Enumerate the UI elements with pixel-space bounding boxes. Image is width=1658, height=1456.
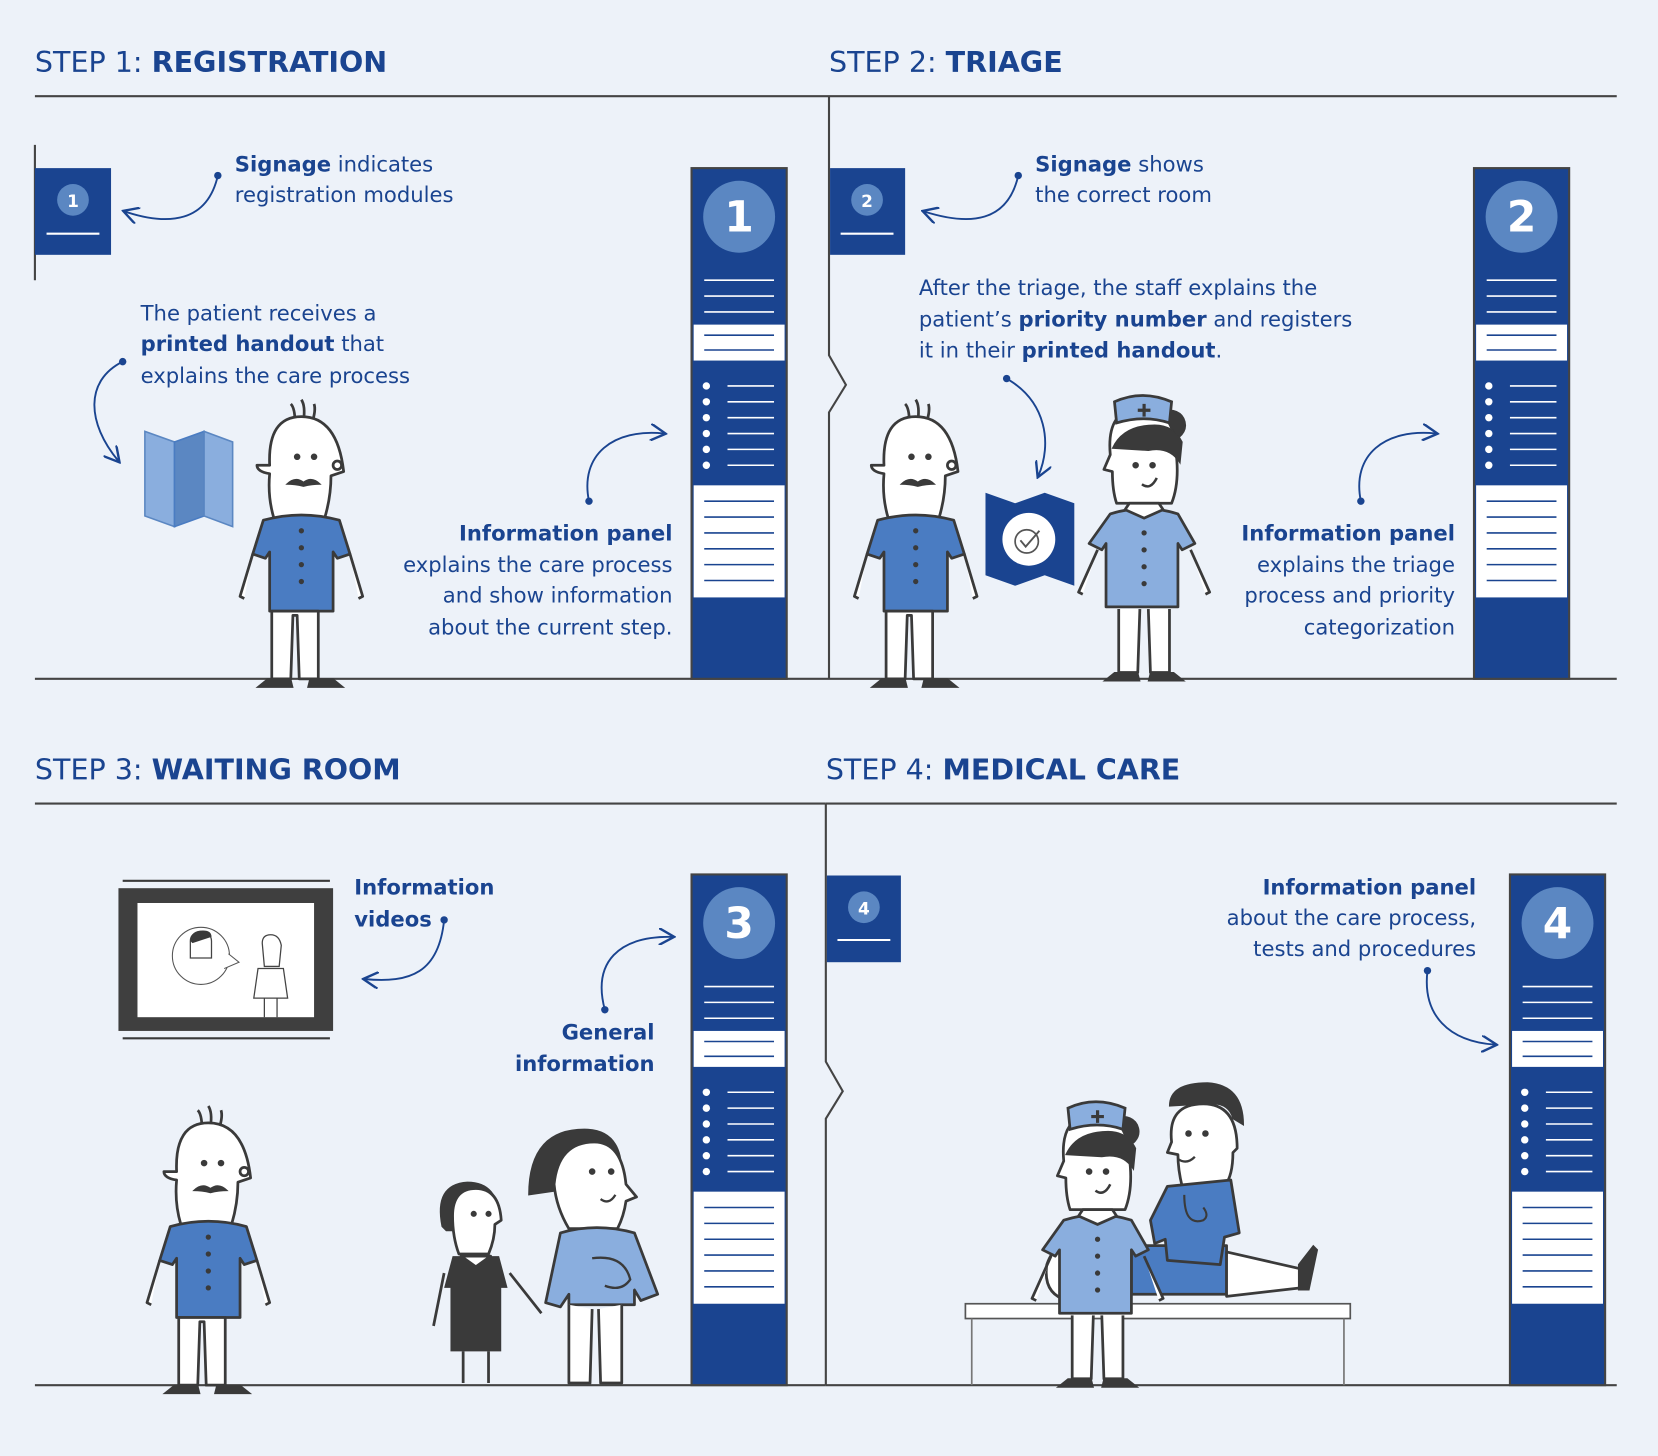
handout-note-line1: The patient receives a (140, 300, 377, 325)
panel-arrow (586, 433, 664, 502)
information-panel-3: 3 (690, 873, 788, 1387)
panel-note-line: process and priority (1244, 583, 1455, 608)
triage-note-line3: it in their printed handout. (919, 337, 1222, 362)
room-divider-wall (824, 803, 844, 1386)
step-1-heading: STEP 1: REGISTRATION (35, 46, 387, 79)
check-circle-icon (985, 492, 1075, 586)
signage-number: 2 (861, 191, 873, 211)
patient-figure (238, 398, 365, 689)
step-4-heading: STEP 4: MEDICAL CARE (826, 753, 1180, 786)
nurse-figure (1076, 393, 1212, 683)
information-panel-4: 4 (1508, 873, 1607, 1387)
video-note-line: videos (354, 906, 432, 931)
step-1-section: STEP 1: REGISTRATION 1 Signage indicates… (33, 46, 830, 689)
signage-number: 4 (858, 899, 870, 919)
room-divider-wall (827, 96, 848, 679)
patient-figure (853, 398, 979, 689)
panel-note-line: tests and procedures (1253, 936, 1476, 961)
panel-number: 2 (1507, 193, 1536, 242)
panel-note-line: and show information (443, 583, 673, 608)
panel-number: 1 (724, 193, 753, 242)
folded-map-icon (144, 430, 234, 528)
patient-figure (145, 1104, 272, 1395)
panel-note-title: Information panel (459, 520, 673, 545)
step-2-section: STEP 2: TRIAGE 2 Signage shows the corre… (827, 46, 1617, 689)
panel-note-title: Information panel (1241, 520, 1455, 545)
panel-note-line: categorization (1304, 614, 1455, 639)
video-screen-icon (118, 879, 334, 1040)
handout-note-line2: printed handout that (141, 331, 384, 356)
step-4-section: STEP 4: MEDICAL CARE 4 Information panel… (824, 753, 1617, 1389)
panel-note-line: explains the care process (403, 552, 672, 577)
general-note-line: General (562, 1019, 655, 1044)
mother-figure (528, 1128, 660, 1385)
panel-note-line: about the current step. (428, 614, 672, 639)
step-3-heading: STEP 3: WAITING ROOM (35, 753, 401, 786)
panel-number: 4 (1543, 899, 1572, 948)
step-2-signage: 2 (830, 168, 906, 255)
video-note-line: Information (354, 875, 494, 900)
signage-number: 1 (67, 191, 79, 211)
information-panel-1: 1 (690, 167, 788, 680)
doctor-figure (1149, 1082, 1245, 1266)
step-3-section: STEP 3: WAITING ROOM Information videos … (34, 753, 826, 1395)
step-1-signage: 1 (34, 168, 112, 255)
panel-note-line: about the care process, (1227, 905, 1476, 930)
step-2-heading: STEP 2: TRIAGE (829, 46, 1063, 79)
information-panel-2: 2 (1472, 167, 1571, 680)
handout-arrow (93, 360, 124, 461)
signage-note-line2: registration modules (235, 182, 454, 207)
triage-note-line2: patient’s priority number and registers (919, 307, 1352, 332)
panel-note-title: Information panel (1263, 875, 1477, 900)
signage-note: Signage indicates (235, 151, 433, 176)
child-figure (432, 1181, 543, 1384)
panel-note-line: explains the triage (1257, 552, 1455, 577)
panel-number: 3 (724, 899, 753, 948)
general-note-line: information (515, 1051, 655, 1076)
nurse-figure (1030, 1100, 1165, 1389)
signage-arrow (125, 175, 219, 220)
signage-note-line2: the correct room (1035, 182, 1212, 207)
handout-note-line3: explains the care process (141, 363, 410, 388)
signage-note: Signage shows (1035, 151, 1204, 176)
step-4-signage: 4 (826, 875, 901, 963)
exam-table (964, 1302, 1352, 1386)
triage-note-line1: After the triage, the staff explains the (919, 275, 1317, 300)
